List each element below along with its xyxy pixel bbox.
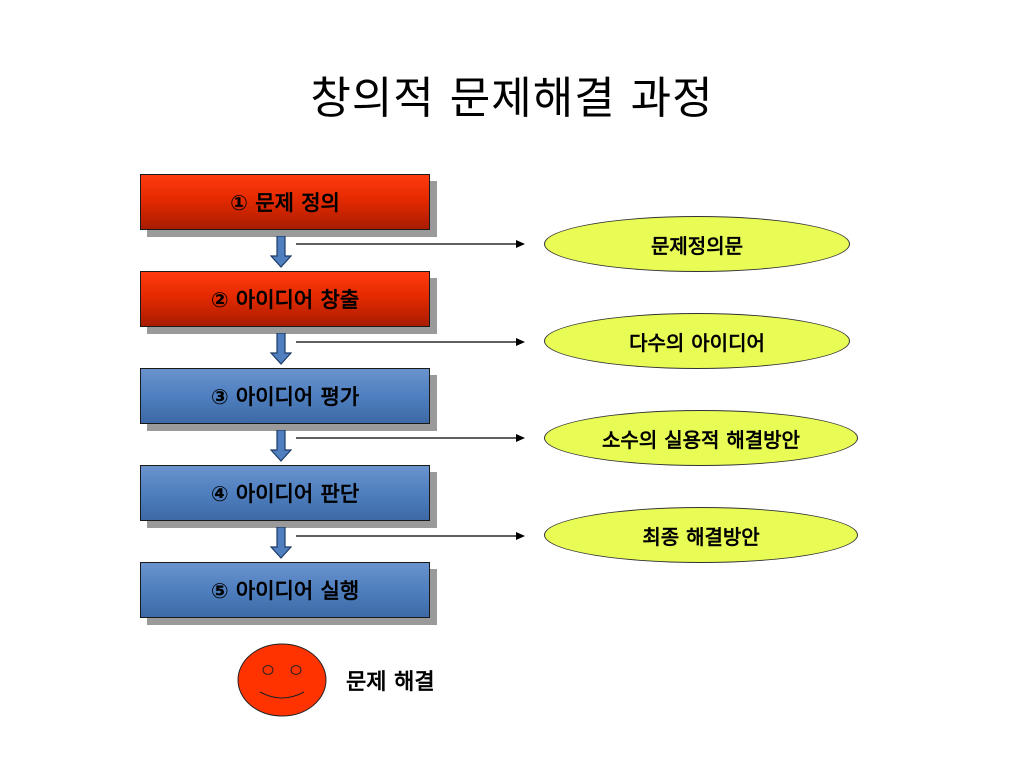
down-arrow-icon (270, 236, 292, 268)
output-final-solution: 최종 해결방안 (544, 507, 858, 563)
down-arrow-icon (270, 527, 292, 559)
output-practical-solutions: 소수의 실용적 해결방안 (544, 410, 858, 466)
smiley-face-icon (237, 643, 327, 717)
step-idea-execution: ⑤ 아이디어 실행 (140, 562, 430, 618)
step-problem-definition: ① 문제 정의 (140, 174, 430, 230)
down-arrow-icon (270, 333, 292, 365)
step-idea-generation: ② 아이디어 창출 (140, 271, 430, 327)
output-many-ideas: 다수의 아이디어 (544, 313, 850, 369)
right-arrow-icon (296, 240, 525, 248)
step-idea-judgment: ④ 아이디어 판단 (140, 465, 430, 521)
step-idea-evaluation: ③ 아이디어 평가 (140, 368, 430, 424)
right-arrow-icon (296, 532, 525, 540)
down-arrow-icon (270, 430, 292, 462)
output-problem-statement: 문제정의문 (544, 216, 850, 272)
result-label: 문제 해결 (346, 670, 435, 695)
right-arrow-icon (296, 338, 525, 346)
page-title: 창의적 문제해결 과정 (310, 73, 714, 124)
right-arrow-icon (296, 434, 525, 442)
